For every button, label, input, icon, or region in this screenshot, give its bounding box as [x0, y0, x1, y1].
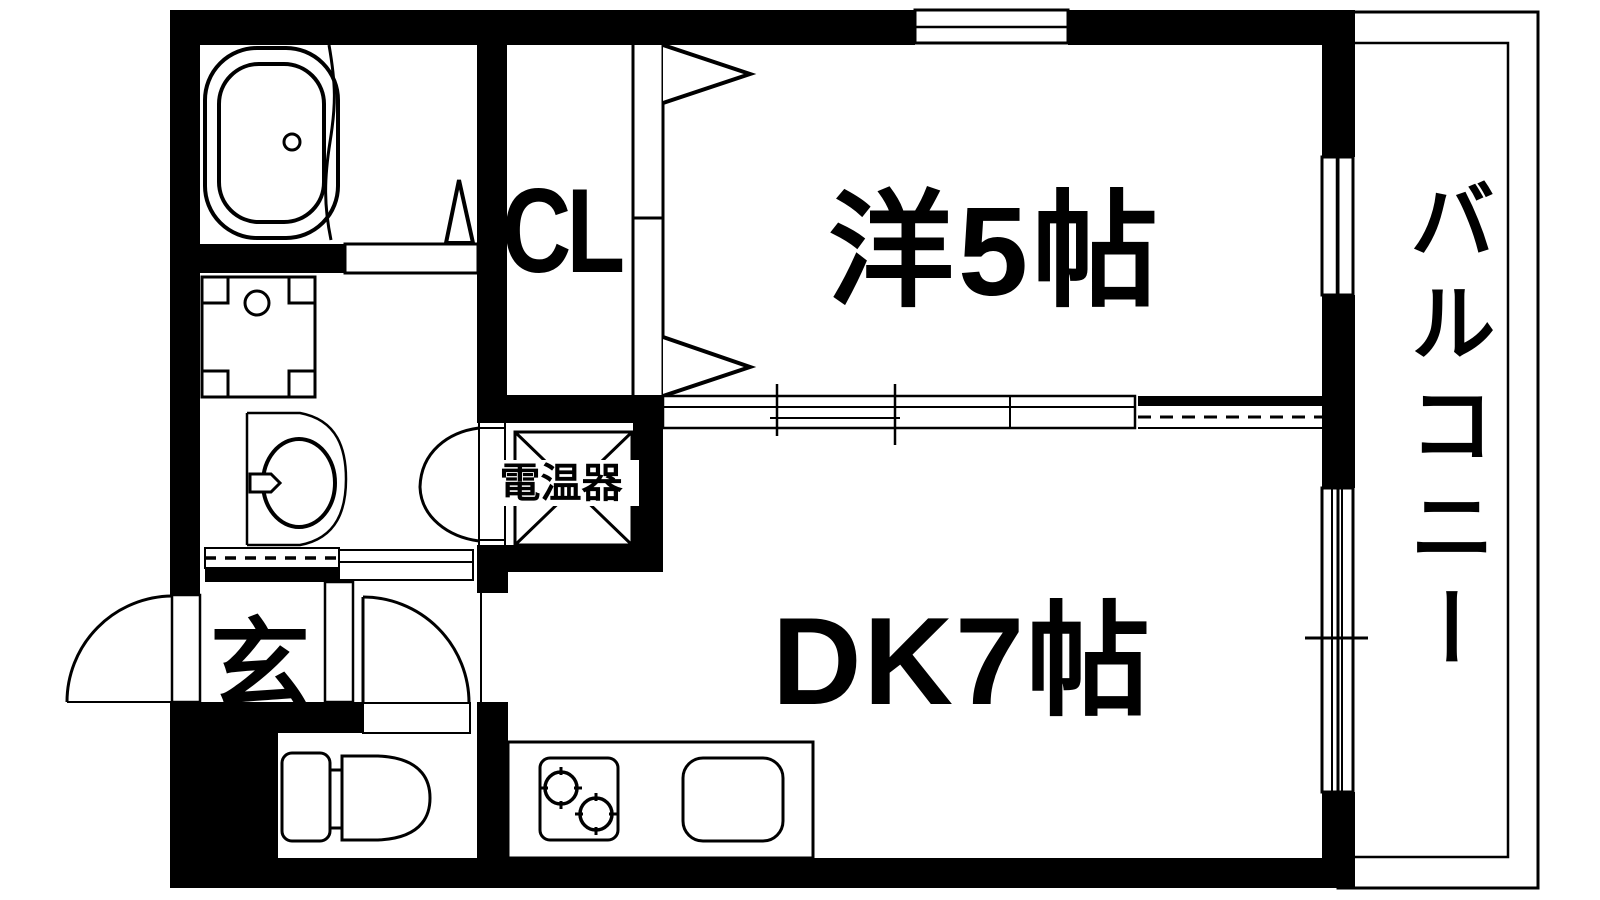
- bath-door-swing-mark: [443, 179, 476, 245]
- stove-burner-2: [575, 793, 617, 835]
- label-balcony: バルコニー: [1396, 176, 1492, 686]
- window-top: [913, 8, 1070, 45]
- label-water-heater: 電温器: [483, 460, 639, 506]
- wall-left-upper: [170, 10, 200, 595]
- wall-top-right: [1068, 10, 1355, 45]
- walls: [170, 10, 1355, 888]
- balcony-outer-rail: [1336, 10, 1540, 890]
- wall-top-left: [170, 10, 915, 45]
- kitchen-counter: [506, 740, 815, 860]
- wall-divider-mid: [477, 545, 508, 593]
- bathtub-inner: [217, 62, 326, 224]
- bath-curtain-line: [324, 44, 336, 241]
- room-partition: [661, 384, 1322, 445]
- washbasin: [245, 411, 348, 547]
- washbasin-faucet: [248, 472, 283, 494]
- washroom-curtain-partition: [204, 547, 340, 569]
- stove: [538, 756, 620, 842]
- toilet-door-swing: [362, 595, 471, 704]
- closet-sliding-doors: [631, 43, 757, 398]
- label-closet: CL: [502, 164, 625, 298]
- kitchen: [506, 740, 815, 860]
- wall-bath-bottom: [200, 244, 345, 273]
- bath-door-opening: [343, 242, 480, 275]
- pan-drain: [243, 289, 271, 317]
- balcony-inner-rail: [1355, 41, 1510, 859]
- entrance-door-swing: [65, 594, 173, 703]
- corner-hatch-top-left: [171, 11, 205, 45]
- entrance-door-leaf: [170, 593, 202, 704]
- toilet-area: [280, 595, 471, 843]
- wall-entry-bottom: [170, 702, 363, 733]
- wall-entry-strip: [205, 567, 339, 582]
- toilet-fixture: [280, 751, 432, 843]
- toilet-tank: [280, 751, 332, 843]
- washroom: [200, 275, 506, 581]
- label-western-room: 洋5帖: [827, 181, 1163, 322]
- wall-closet-left: [477, 45, 507, 423]
- wall-toilet-left: [170, 733, 278, 888]
- label-entrance: 玄: [210, 610, 310, 722]
- stove-burner-1: [540, 767, 582, 809]
- bathtub-outer: [203, 46, 340, 240]
- partition-sliding-doors: [661, 394, 1137, 430]
- wall-divider-lower: [477, 702, 508, 858]
- washroom-sliding-door: [338, 549, 474, 581]
- washing-machine-pan: [200, 275, 317, 399]
- balcony-outline: [1336, 10, 1540, 890]
- wall-partition-lintel: [1138, 396, 1322, 406]
- kitchen-sink: [681, 756, 785, 843]
- corner-hatch-bottom-left: [171, 855, 205, 887]
- wall-bottom: [170, 858, 1355, 888]
- entrance-area: [65, 580, 482, 704]
- toilet-door-threshold: [362, 702, 471, 734]
- wall-corner-hatches: [171, 11, 205, 887]
- toilet-bowl: [340, 754, 432, 842]
- shoe-cabinet: [323, 580, 355, 704]
- closet-door-arrow-bottom: [662, 335, 757, 398]
- bathroom: [203, 44, 480, 275]
- windows: [913, 8, 1368, 794]
- closet-door-arrow-top: [662, 43, 757, 105]
- wall-closet-bottom: [477, 395, 663, 423]
- bathtub-drain: [282, 132, 302, 152]
- label-dining-kitchen: DK7帖: [771, 593, 1153, 731]
